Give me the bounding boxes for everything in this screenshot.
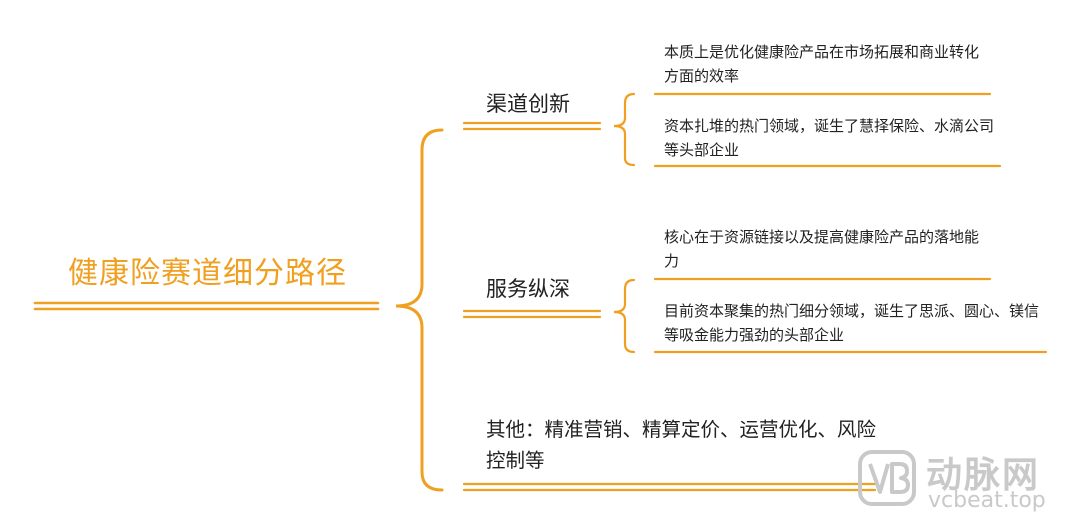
branch-others-label: 其他：精准营销、精算定价、运营优化、风险控制等	[486, 418, 877, 472]
branch-1-brace	[613, 92, 636, 167]
branch-channel-innovation-label: 渠道创新	[486, 92, 570, 116]
leaf-channel-capital-text: 资本扎堆的热门领域，诞生了慧择保险、水滴公司等头部企业	[664, 117, 995, 159]
branch-2-brace	[613, 278, 636, 354]
vb-logo-icon	[858, 450, 916, 506]
watermark-brand: 动脉网	[926, 455, 1041, 496]
leaf-service-core-text: 核心在于资源链接以及提高健康险产品的落地能力	[664, 228, 980, 270]
main-brace	[395, 128, 444, 492]
leaf-service-capital-text: 目前资本聚集的热门细分领域，诞生了思派、圆心、镁信等吸金能力强劲的头部企业	[664, 302, 1040, 344]
root-node-label: 健康险赛道细分路径	[68, 256, 347, 291]
watermark-url: vcbeat.top	[928, 488, 1046, 513]
branch-service-depth-label: 服务纵深	[486, 277, 570, 301]
leaf-channel-efficiency-text: 本质上是优化健康险产品在市场拓展和商业转化方面的效率	[664, 43, 980, 85]
